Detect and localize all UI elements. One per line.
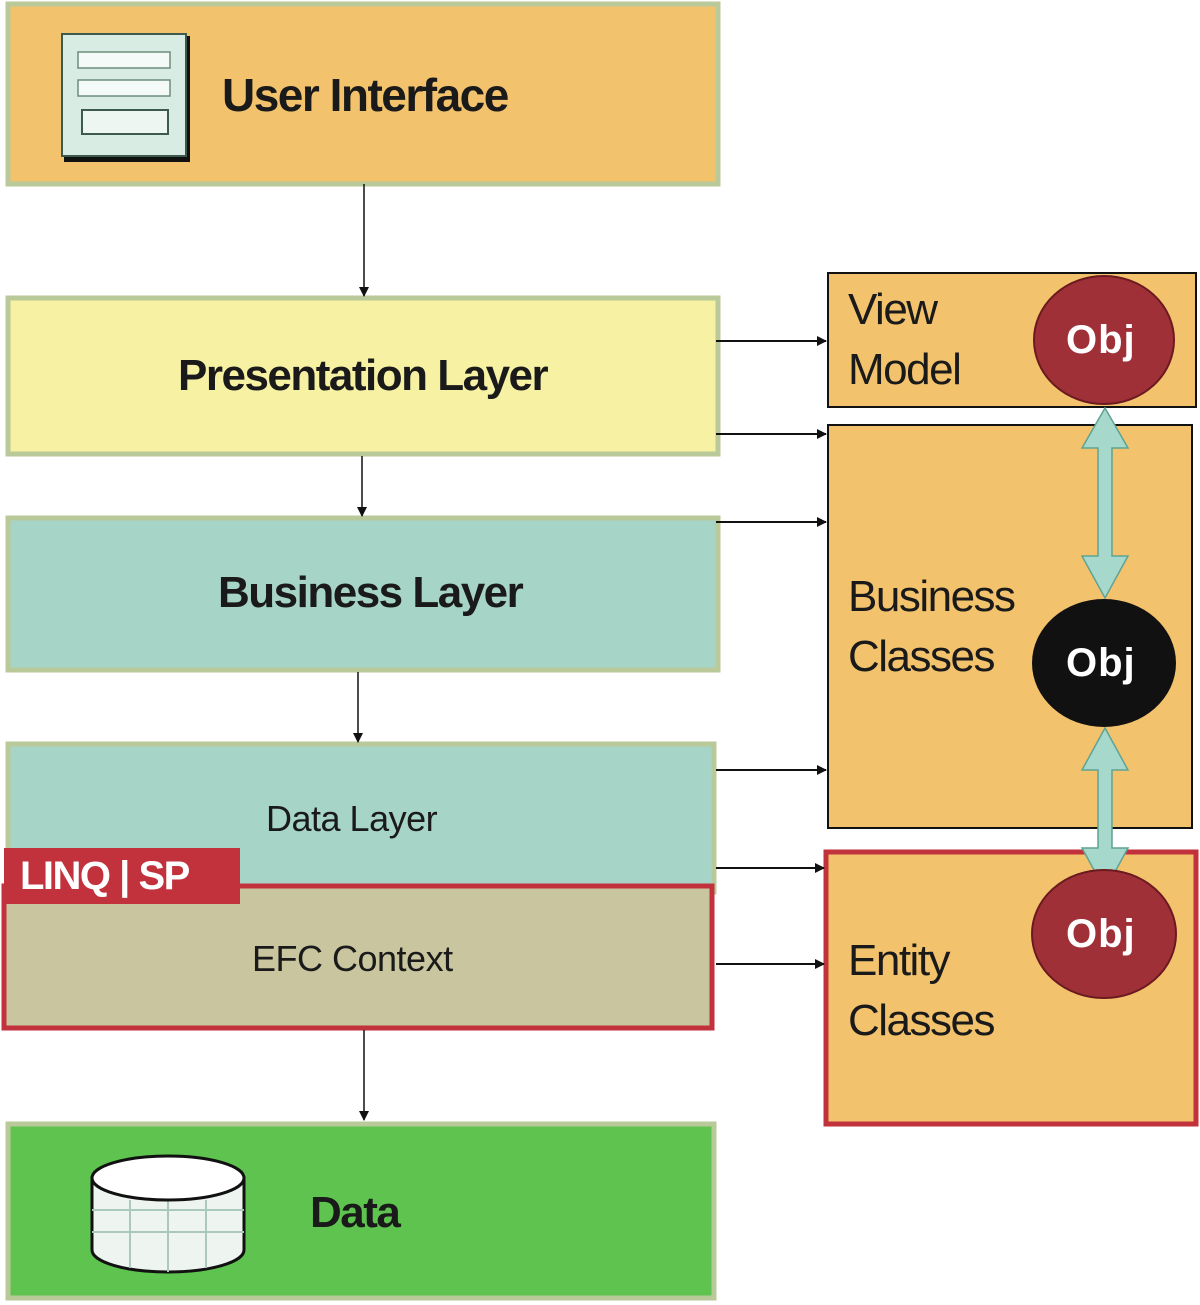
entity-classes-label-line2: Classes bbox=[848, 996, 996, 1045]
efc-context-box bbox=[1, 883, 715, 1031]
presentation-layer-label: Presentation Layer bbox=[178, 351, 549, 400]
data-label: Data bbox=[310, 1188, 401, 1237]
user-interface-label: User Interface bbox=[222, 69, 509, 121]
view-model-label-line1: View bbox=[848, 285, 938, 334]
linq-sp-label: LINQ | SP bbox=[20, 854, 190, 898]
presentation-layer-box bbox=[5, 295, 721, 457]
linq-sp-tab bbox=[4, 848, 240, 904]
obj-label-business: Obj bbox=[1066, 641, 1136, 685]
obj-label-viewmodel: Obj bbox=[1066, 318, 1136, 362]
view-model-label-line2: Model bbox=[848, 345, 962, 394]
obj-circle-viewmodel bbox=[1033, 275, 1175, 405]
data-layer-label: Data Layer bbox=[266, 798, 438, 839]
business-layer-box bbox=[5, 515, 721, 673]
efc-context-label: EFC Context bbox=[252, 938, 453, 979]
window-icon bbox=[61, 33, 190, 162]
database-icon bbox=[90, 1154, 246, 1274]
obj-label-entity: Obj bbox=[1066, 912, 1136, 956]
obj-circle-entity bbox=[1031, 869, 1177, 999]
business-classes-label-line1: Business bbox=[848, 572, 1016, 621]
obj-circle-business bbox=[1032, 599, 1176, 727]
entity-classes-label-line1: Entity bbox=[848, 936, 951, 985]
business-classes-label-line2: Classes bbox=[848, 632, 996, 681]
double-arrow-viewmodel-business bbox=[1080, 406, 1130, 600]
business-layer-label: Business Layer bbox=[218, 568, 524, 617]
